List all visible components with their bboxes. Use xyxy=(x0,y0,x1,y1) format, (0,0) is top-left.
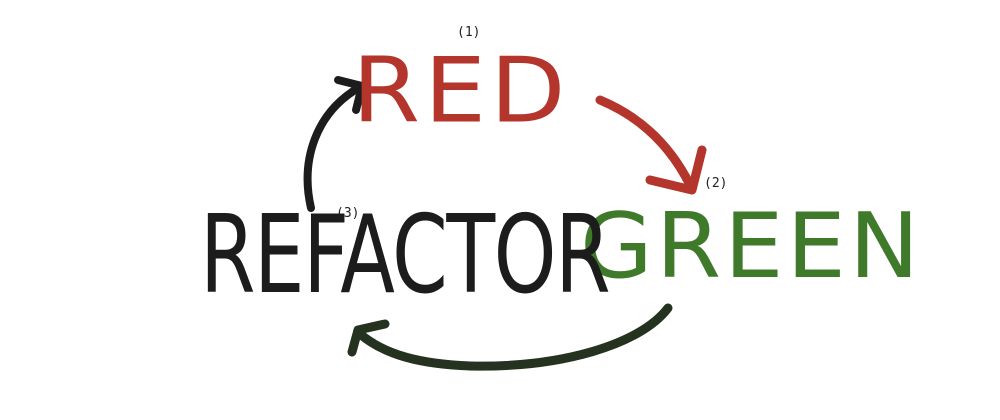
refactor-stage-label: REFACTOR xyxy=(200,193,611,318)
red-stage-label: RED xyxy=(352,38,570,144)
red-step-number: (1) xyxy=(457,25,481,40)
refactor-step-number: (3) xyxy=(336,206,360,221)
arrow-refactor-to-red xyxy=(303,76,366,212)
green-step-number: (2) xyxy=(704,176,728,191)
arrow-green-to-refactor xyxy=(347,303,673,371)
arrow-red-to-green xyxy=(595,95,707,195)
green-stage-label: GREEN xyxy=(580,194,923,299)
